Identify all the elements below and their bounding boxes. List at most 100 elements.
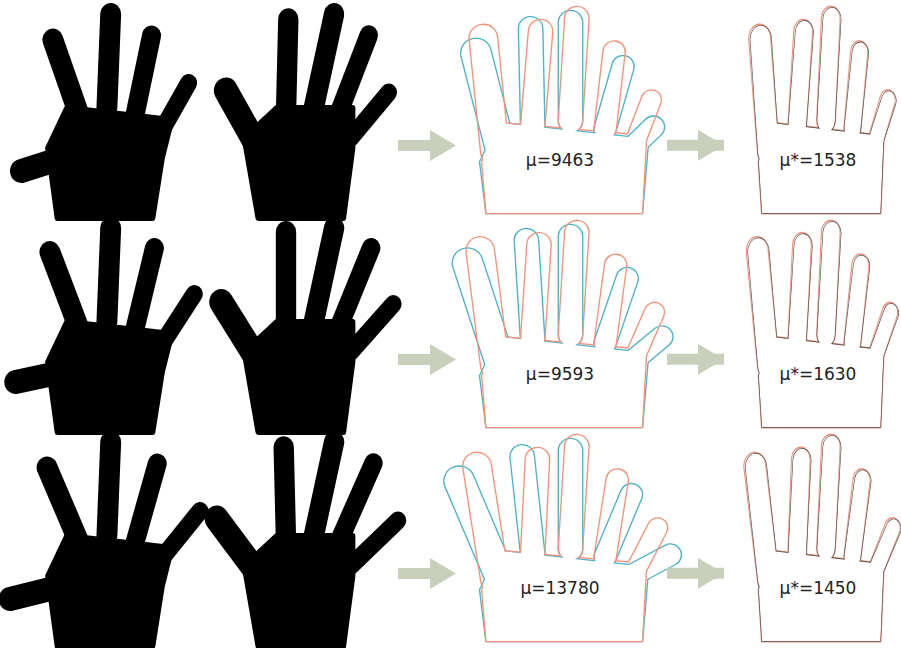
- input-arrow: [398, 558, 456, 589]
- finger-contour: [755, 466, 769, 579]
- distance-value: μ*=1538: [738, 150, 898, 170]
- finger-contour: [477, 466, 495, 579]
- hand-silhouette: [226, 14, 389, 218]
- finger-shape: [135, 36, 151, 114]
- hand-outline: μ*=1630: [738, 222, 898, 427]
- hand-outline: μ=9593: [455, 222, 665, 427]
- finger-contour: [533, 31, 541, 126]
- finger-shape: [276, 232, 296, 327]
- finger-shape: [16, 372, 63, 382]
- finger-contour: [874, 101, 889, 147]
- hand-contour: [482, 18, 651, 213]
- finger-shape: [135, 464, 157, 542]
- finger-contour: [797, 245, 803, 340]
- hand-outline: μ=9463: [455, 8, 665, 213]
- input-arrow: [398, 344, 456, 375]
- finger-contour: [826, 447, 832, 549]
- finger-shape: [107, 14, 111, 108]
- hand-outline: μ*=1538: [738, 8, 898, 213]
- finger-contour: [605, 265, 616, 343]
- finger-contour: [826, 19, 832, 121]
- hand-contour: [759, 18, 888, 213]
- finger-contour: [480, 251, 495, 366]
- finger-shape: [314, 442, 334, 536]
- hand-contour: [477, 446, 658, 641]
- finger-contour: [874, 313, 891, 360]
- finger-shape: [21, 158, 62, 171]
- hand-outline: μ*=1450: [738, 436, 898, 641]
- finger-shape: [107, 442, 111, 536]
- distance-value: μ*=1450: [738, 578, 898, 598]
- hand-outline: μ=13780: [455, 436, 665, 641]
- finger-shape: [351, 521, 398, 567]
- distance-value: μ=9463: [455, 150, 665, 170]
- hand-contour: [480, 232, 654, 427]
- finger-shape: [286, 19, 288, 113]
- arrow-head: [430, 130, 456, 161]
- finger-contour: [852, 481, 862, 557]
- hand-contour: [757, 232, 890, 427]
- finger-contour: [852, 53, 860, 129]
- hand-silhouette: [217, 442, 398, 646]
- finger-shape: [53, 40, 79, 114]
- finger-shape: [314, 14, 334, 108]
- finger-shape: [50, 252, 79, 327]
- finger-shape: [162, 294, 194, 344]
- finger-contour: [533, 459, 538, 554]
- outline-drawing: [738, 8, 898, 213]
- hand-contour: [758, 233, 891, 427]
- distance-value: μ=9593: [455, 364, 665, 384]
- finger-shape: [135, 248, 154, 327]
- outline-drawing: [455, 436, 665, 641]
- finger-shape: [162, 511, 200, 558]
- finger-contour: [874, 529, 894, 575]
- finger-contour: [605, 480, 617, 557]
- hand-silhouette: [221, 228, 393, 432]
- arrow-head: [430, 344, 456, 375]
- finger-shape: [351, 93, 389, 139]
- finger-contour: [571, 446, 577, 549]
- hand-silhouette: [10, 442, 200, 646]
- outline-drawing: [738, 222, 898, 427]
- arrow-shaft: [398, 354, 432, 365]
- hand-silhouette: [21, 14, 188, 218]
- arrow-shaft: [398, 568, 432, 579]
- flow-arrow: [667, 140, 724, 151]
- finger-shape: [221, 302, 253, 354]
- flow-arrow: [667, 568, 724, 579]
- finger-contour: [852, 266, 861, 343]
- finger-shape: [314, 228, 334, 322]
- finger-contour: [571, 18, 577, 121]
- outline-drawing: [455, 222, 665, 427]
- arrow-shaft: [398, 140, 432, 151]
- outline-drawing: [455, 8, 665, 213]
- arrow-head: [430, 558, 456, 589]
- finger-contour: [797, 32, 804, 126]
- finger-contour: [634, 528, 658, 575]
- finger-contour: [757, 251, 768, 366]
- finger-shape: [226, 91, 254, 141]
- finger-shape: [107, 228, 111, 322]
- hand-contour: [755, 446, 893, 641]
- distance-value: μ*=1630: [738, 364, 898, 384]
- outline-drawing: [738, 436, 898, 641]
- finger-shape: [10, 586, 62, 599]
- finger-shape: [47, 468, 78, 542]
- hand-silhouette: [16, 228, 195, 432]
- finger-contour: [758, 252, 768, 366]
- finger-shape: [217, 519, 254, 569]
- finger-contour: [605, 52, 614, 129]
- finger-shape: [351, 304, 394, 352]
- finger-contour: [826, 233, 832, 335]
- finger-contour: [483, 38, 495, 151]
- finger-shape: [284, 447, 286, 541]
- input-arrow: [398, 130, 456, 161]
- flow-arrow: [667, 354, 724, 365]
- finger-contour: [571, 232, 577, 335]
- finger-contour: [756, 467, 768, 579]
- finger-contour: [634, 100, 652, 147]
- distance-value: μ=13780: [455, 578, 665, 598]
- finger-contour: [533, 245, 539, 340]
